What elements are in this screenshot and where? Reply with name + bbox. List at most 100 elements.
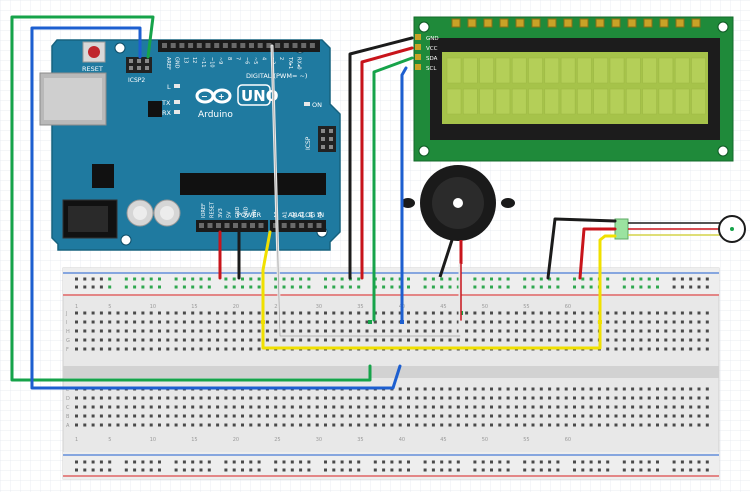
arduino-logo-icon	[195, 88, 232, 104]
column-number: 10	[150, 304, 156, 310]
icsp-label: ICSP	[305, 136, 312, 150]
column-number: 60	[565, 304, 571, 310]
wire-green-icsp	[10, 15, 372, 382]
sound-sensor	[614, 215, 746, 243]
column-number: 55	[523, 304, 529, 310]
breadboard: 1155101015152020252530303535404045455050…	[62, 267, 720, 480]
digital-pin-label: 4	[261, 57, 267, 60]
power-pin-label: VIN	[252, 209, 258, 218]
column-number: 35	[357, 304, 363, 310]
atmega-chip	[180, 173, 326, 195]
wire-green-lcd-sda	[372, 56, 414, 322]
column-number: 5	[108, 437, 111, 443]
digital-pin-label: TX▸1	[287, 56, 293, 69]
column-number: 40	[399, 437, 405, 443]
row-letter: A	[66, 423, 70, 429]
column-number: 35	[357, 437, 363, 443]
wire-red-sensor	[578, 227, 617, 280]
power-pin-label: RESET	[210, 201, 216, 218]
power-pin-label: GND	[244, 206, 250, 218]
column-number: 20	[233, 437, 239, 443]
uno-logo-text: UNO	[241, 87, 279, 105]
power-pin-label: IOREF	[201, 203, 207, 218]
on-led-label: ON	[312, 101, 322, 109]
digital-pin-label: RX◂0	[296, 57, 302, 70]
power-pin-label: 3V3	[218, 208, 224, 218]
digital-label: DIGITAL (PWM= ~)	[246, 72, 307, 80]
rx-led-label: RX	[162, 109, 172, 117]
digital-pin-label: 8	[226, 57, 232, 60]
digital-pin-label: AREF	[165, 57, 171, 70]
wires	[10, 15, 617, 390]
reset-label: RESET	[82, 65, 103, 73]
digital-pin-label: 13	[182, 57, 188, 63]
digital-pin-label: ~10	[209, 57, 215, 68]
row-letter: F	[66, 347, 69, 353]
l-led-label: L	[167, 83, 171, 91]
column-number: 45	[440, 304, 446, 310]
digital-pin-label: 2	[278, 57, 284, 60]
digital-pin-label: ~5	[252, 57, 258, 64]
lcd-module: GND VCC SDA SCL	[413, 16, 734, 162]
column-number: 1	[75, 437, 78, 443]
analog-label: ANALOG IN	[288, 211, 324, 219]
svg-text:+: +	[218, 92, 225, 101]
lcd-pin-label: GND	[426, 36, 439, 42]
icsp-header	[318, 126, 336, 152]
column-number: 45	[440, 437, 446, 443]
wire-red-lcd-vcc	[360, 46, 414, 280]
power-pin-label: 5V	[227, 211, 233, 218]
row-letter: I	[66, 320, 67, 326]
lcd-header-pins	[451, 18, 701, 28]
column-number: 50	[482, 304, 488, 310]
column-number: 10	[150, 437, 156, 443]
analog-pin-label: A5	[318, 211, 324, 218]
lcd-pin-label: VCC	[426, 46, 438, 52]
digital-pin-label: ~9	[217, 57, 223, 64]
icsp2-label: ICSP2	[128, 77, 145, 84]
row-letter: B	[66, 414, 70, 420]
column-number: 1	[75, 304, 78, 310]
lcd-pin-label: SDA	[426, 56, 438, 62]
row-letter: D	[66, 396, 70, 402]
analog-pin-label: A2	[291, 211, 297, 218]
wire-black-sensor	[546, 217, 617, 280]
column-number: 50	[482, 437, 488, 443]
lcd-pin-labels: GND VCC SDA SCL	[426, 36, 439, 72]
digital-pin-label: ~11	[200, 57, 206, 68]
column-number: 20	[233, 304, 239, 310]
column-number: 55	[523, 437, 529, 443]
wire-black-lcd-gnd	[348, 36, 414, 280]
column-number: 5	[108, 304, 111, 310]
digital-pin-label: 12	[191, 57, 197, 63]
wire-yellow-a0	[261, 230, 617, 350]
lcd-character-cells	[446, 57, 706, 115]
wire-blue-lcd-scl	[400, 66, 408, 322]
analog-pin-label: A3	[300, 211, 306, 218]
column-number: 25	[274, 304, 280, 310]
column-number: 30	[316, 304, 322, 310]
tx-led-label: TX	[161, 99, 171, 107]
digital-pin-label: 7	[235, 57, 241, 60]
wire-blue-icsp	[30, 26, 402, 390]
arduino-brand-name: Arduino	[198, 110, 233, 120]
row-letter: J	[65, 311, 67, 317]
power-header	[196, 220, 268, 232]
analog-pin-label: A1	[283, 211, 289, 218]
row-letter: E	[66, 387, 69, 393]
row-letter: H	[66, 329, 70, 335]
column-number: 25	[274, 437, 280, 443]
column-number: 30	[316, 437, 322, 443]
power-pin-label: GND	[235, 206, 241, 218]
row-letter: C	[66, 405, 70, 411]
lcd-pin-label: SCL	[426, 66, 437, 72]
column-number: 15	[191, 437, 197, 443]
power-label: POWER	[237, 211, 262, 219]
column-number: 60	[565, 437, 571, 443]
digital-pin-label: ~6	[243, 57, 249, 64]
column-number: 15	[191, 304, 197, 310]
piezo-buzzer	[401, 165, 515, 278]
row-letter: G	[66, 338, 70, 344]
